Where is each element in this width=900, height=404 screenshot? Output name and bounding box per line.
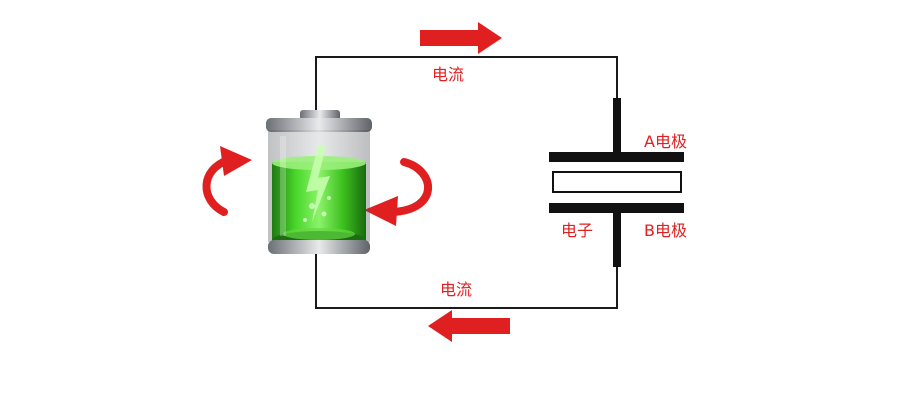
electrode-b-label: B电极 (644, 221, 687, 240)
electrode-b-plate (549, 203, 684, 213)
top-wire (315, 56, 618, 118)
dielectric (552, 171, 682, 193)
curved-arrow-icon (202, 156, 232, 216)
current-label-top: 电流 (432, 65, 465, 84)
circuit-wires (315, 56, 618, 309)
battery-icon (266, 110, 372, 254)
electron-label: 电子 (561, 221, 594, 240)
capacitor (549, 98, 684, 267)
electrode-a-label: A电极 (644, 132, 687, 151)
capacitor-lead-bottom (613, 211, 621, 267)
electrode-a-plate (549, 152, 684, 162)
arrow-left-icon (428, 310, 510, 342)
bottom-wire (315, 252, 618, 309)
capacitor-lead-top (613, 98, 621, 154)
curved-arrow-icon (388, 158, 432, 216)
curved-arrow-head-left (220, 146, 252, 176)
curved-arrow-head-right (364, 196, 398, 226)
current-label-bottom: 电流 (440, 280, 473, 299)
arrow-right-icon (420, 22, 502, 54)
